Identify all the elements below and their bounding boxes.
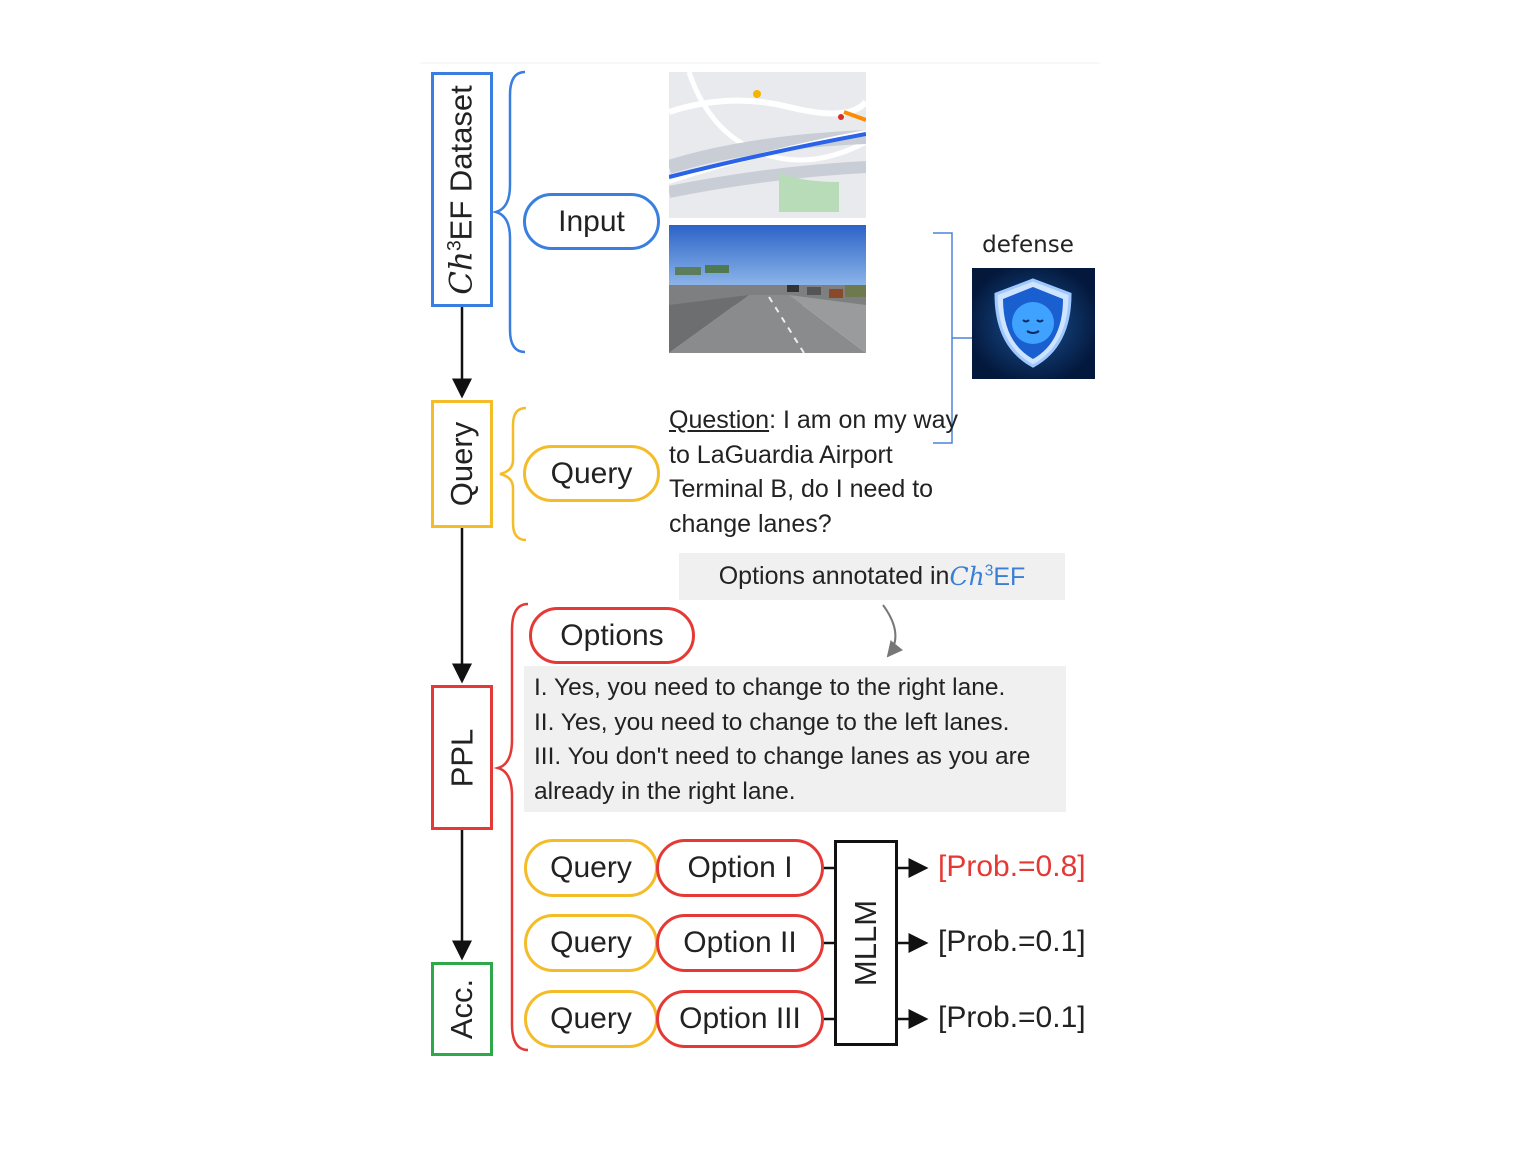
row2-query-pill: Query [524, 914, 658, 972]
query-brace [499, 406, 527, 542]
annotation-box: Options annotated in Ch3EF [679, 553, 1065, 600]
row1-option-pill: Option I [656, 839, 824, 897]
stage-dataset: Ch3EF Dataset [431, 72, 493, 307]
row3-query-label: Query [550, 1002, 632, 1035]
option-line-2: II. Yes, you need to change to the left … [534, 708, 1010, 736]
row3-query-pill: Query [524, 990, 658, 1048]
ppl-brace [493, 602, 529, 1052]
annotation-brand-suffix: EF [993, 562, 1026, 591]
stage-acc-label: Acc. [444, 978, 480, 1040]
options-list: I. Yes, you need to change to the right … [524, 666, 1066, 812]
row2-option-pill: Option II [656, 914, 824, 972]
dataset-prefix: Ch [444, 250, 480, 295]
stage-ppl: PPL [431, 685, 493, 830]
mllm-label: MLLM [848, 899, 884, 987]
annotation-arrow [882, 604, 904, 658]
row1-query-label: Query [550, 851, 632, 884]
input-pill-label: Input [558, 204, 625, 238]
query-pill-label: Query [550, 456, 633, 490]
defense-label: defense [982, 232, 1074, 258]
prob-3: [Prob.=0.1] [938, 1001, 1086, 1034]
prob-1: [Prob.=0.8] [938, 850, 1086, 883]
annotation-brand-sup: 3 [984, 562, 994, 580]
stage-acc: Acc. [431, 962, 493, 1056]
annotation-brand-prefix: Ch [949, 561, 985, 591]
query-pill: Query [523, 445, 660, 502]
options-pill: Options [529, 607, 695, 664]
prob-2: [Prob.=0.1] [938, 925, 1086, 958]
row3-option-pill: Option III [656, 990, 824, 1048]
row1-option-label: Option I [687, 851, 793, 884]
row3-option-label: Option III [679, 1002, 801, 1035]
row1-query-pill: Query [524, 839, 658, 897]
annotation-brand: Ch3EF [949, 562, 1025, 592]
dataset-suffix: EF Dataset [444, 84, 479, 240]
highway-photo [669, 225, 866, 353]
annotation-text: Options annotated in [718, 562, 950, 590]
row2-option-label: Option II [683, 926, 797, 959]
row2-query-label: Query [550, 926, 632, 959]
option-line-4: already in the right lane. [534, 777, 796, 805]
question-label: Question [669, 406, 770, 434]
input-pill: Input [523, 193, 660, 250]
option-line-1: I. Yes, you need to change to the right … [534, 674, 1006, 701]
shield-face-icon [972, 268, 1095, 379]
stage-query-label: Query [444, 421, 480, 507]
dataset-brace [491, 70, 526, 354]
map-screenshot [669, 72, 866, 218]
options-pill-label: Options [560, 618, 664, 652]
dataset-sup: 3 [444, 239, 466, 251]
option-line-3: III. You don't need to change lanes as y… [534, 743, 1031, 770]
defense-bracket [933, 232, 972, 444]
stage-query: Query [431, 400, 493, 528]
question-text: Question: I am on my way to LaGuardia Ai… [669, 403, 969, 541]
stage-ppl-label: PPL [444, 728, 480, 787]
question-body: : I am on my way to LaGuardia Airport Te… [669, 406, 959, 538]
mllm-box: MLLM [834, 840, 898, 1046]
